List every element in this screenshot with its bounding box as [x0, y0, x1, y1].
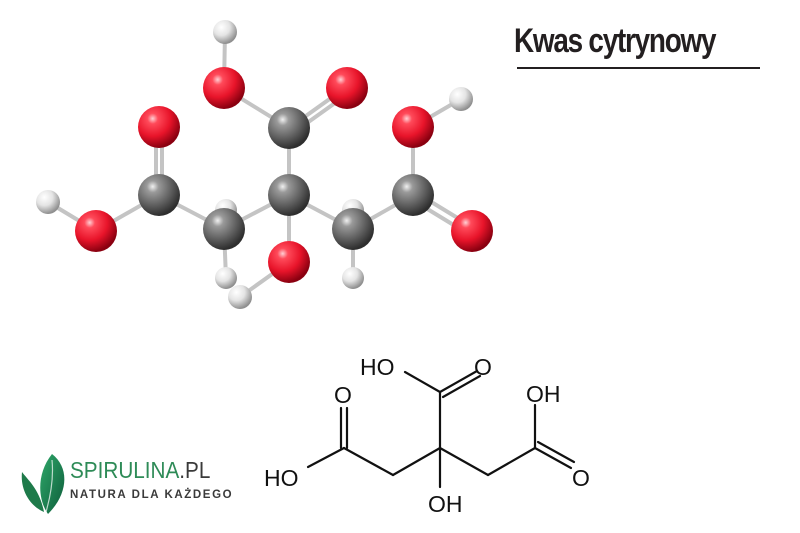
brand-name: SPIRULINA.PL [70, 457, 210, 484]
label-top-o: O [474, 354, 492, 380]
structural-formula: HO O O OH HO O OH [264, 354, 590, 517]
brand-name-main: SPIRULINA [70, 457, 180, 483]
label-left-ho: HO [264, 465, 299, 491]
ball-and-stick-model [36, 20, 493, 309]
label-right-o: O [572, 465, 590, 491]
leaf-logo-icon [21, 454, 65, 514]
label-bottom-oh: OH [428, 491, 463, 517]
brand-tagline: NATURA DLA KAŻDEGO [70, 489, 234, 501]
label-left-o: O [334, 382, 352, 408]
label-right-oh: OH [526, 381, 561, 407]
atoms [36, 20, 493, 309]
brand-name-suffix: .PL [179, 457, 211, 483]
label-top-ho: HO [360, 354, 395, 380]
bonds [46, 30, 476, 299]
page-title: Kwas cytrynowy [514, 22, 717, 60]
title-underline [517, 67, 760, 69]
